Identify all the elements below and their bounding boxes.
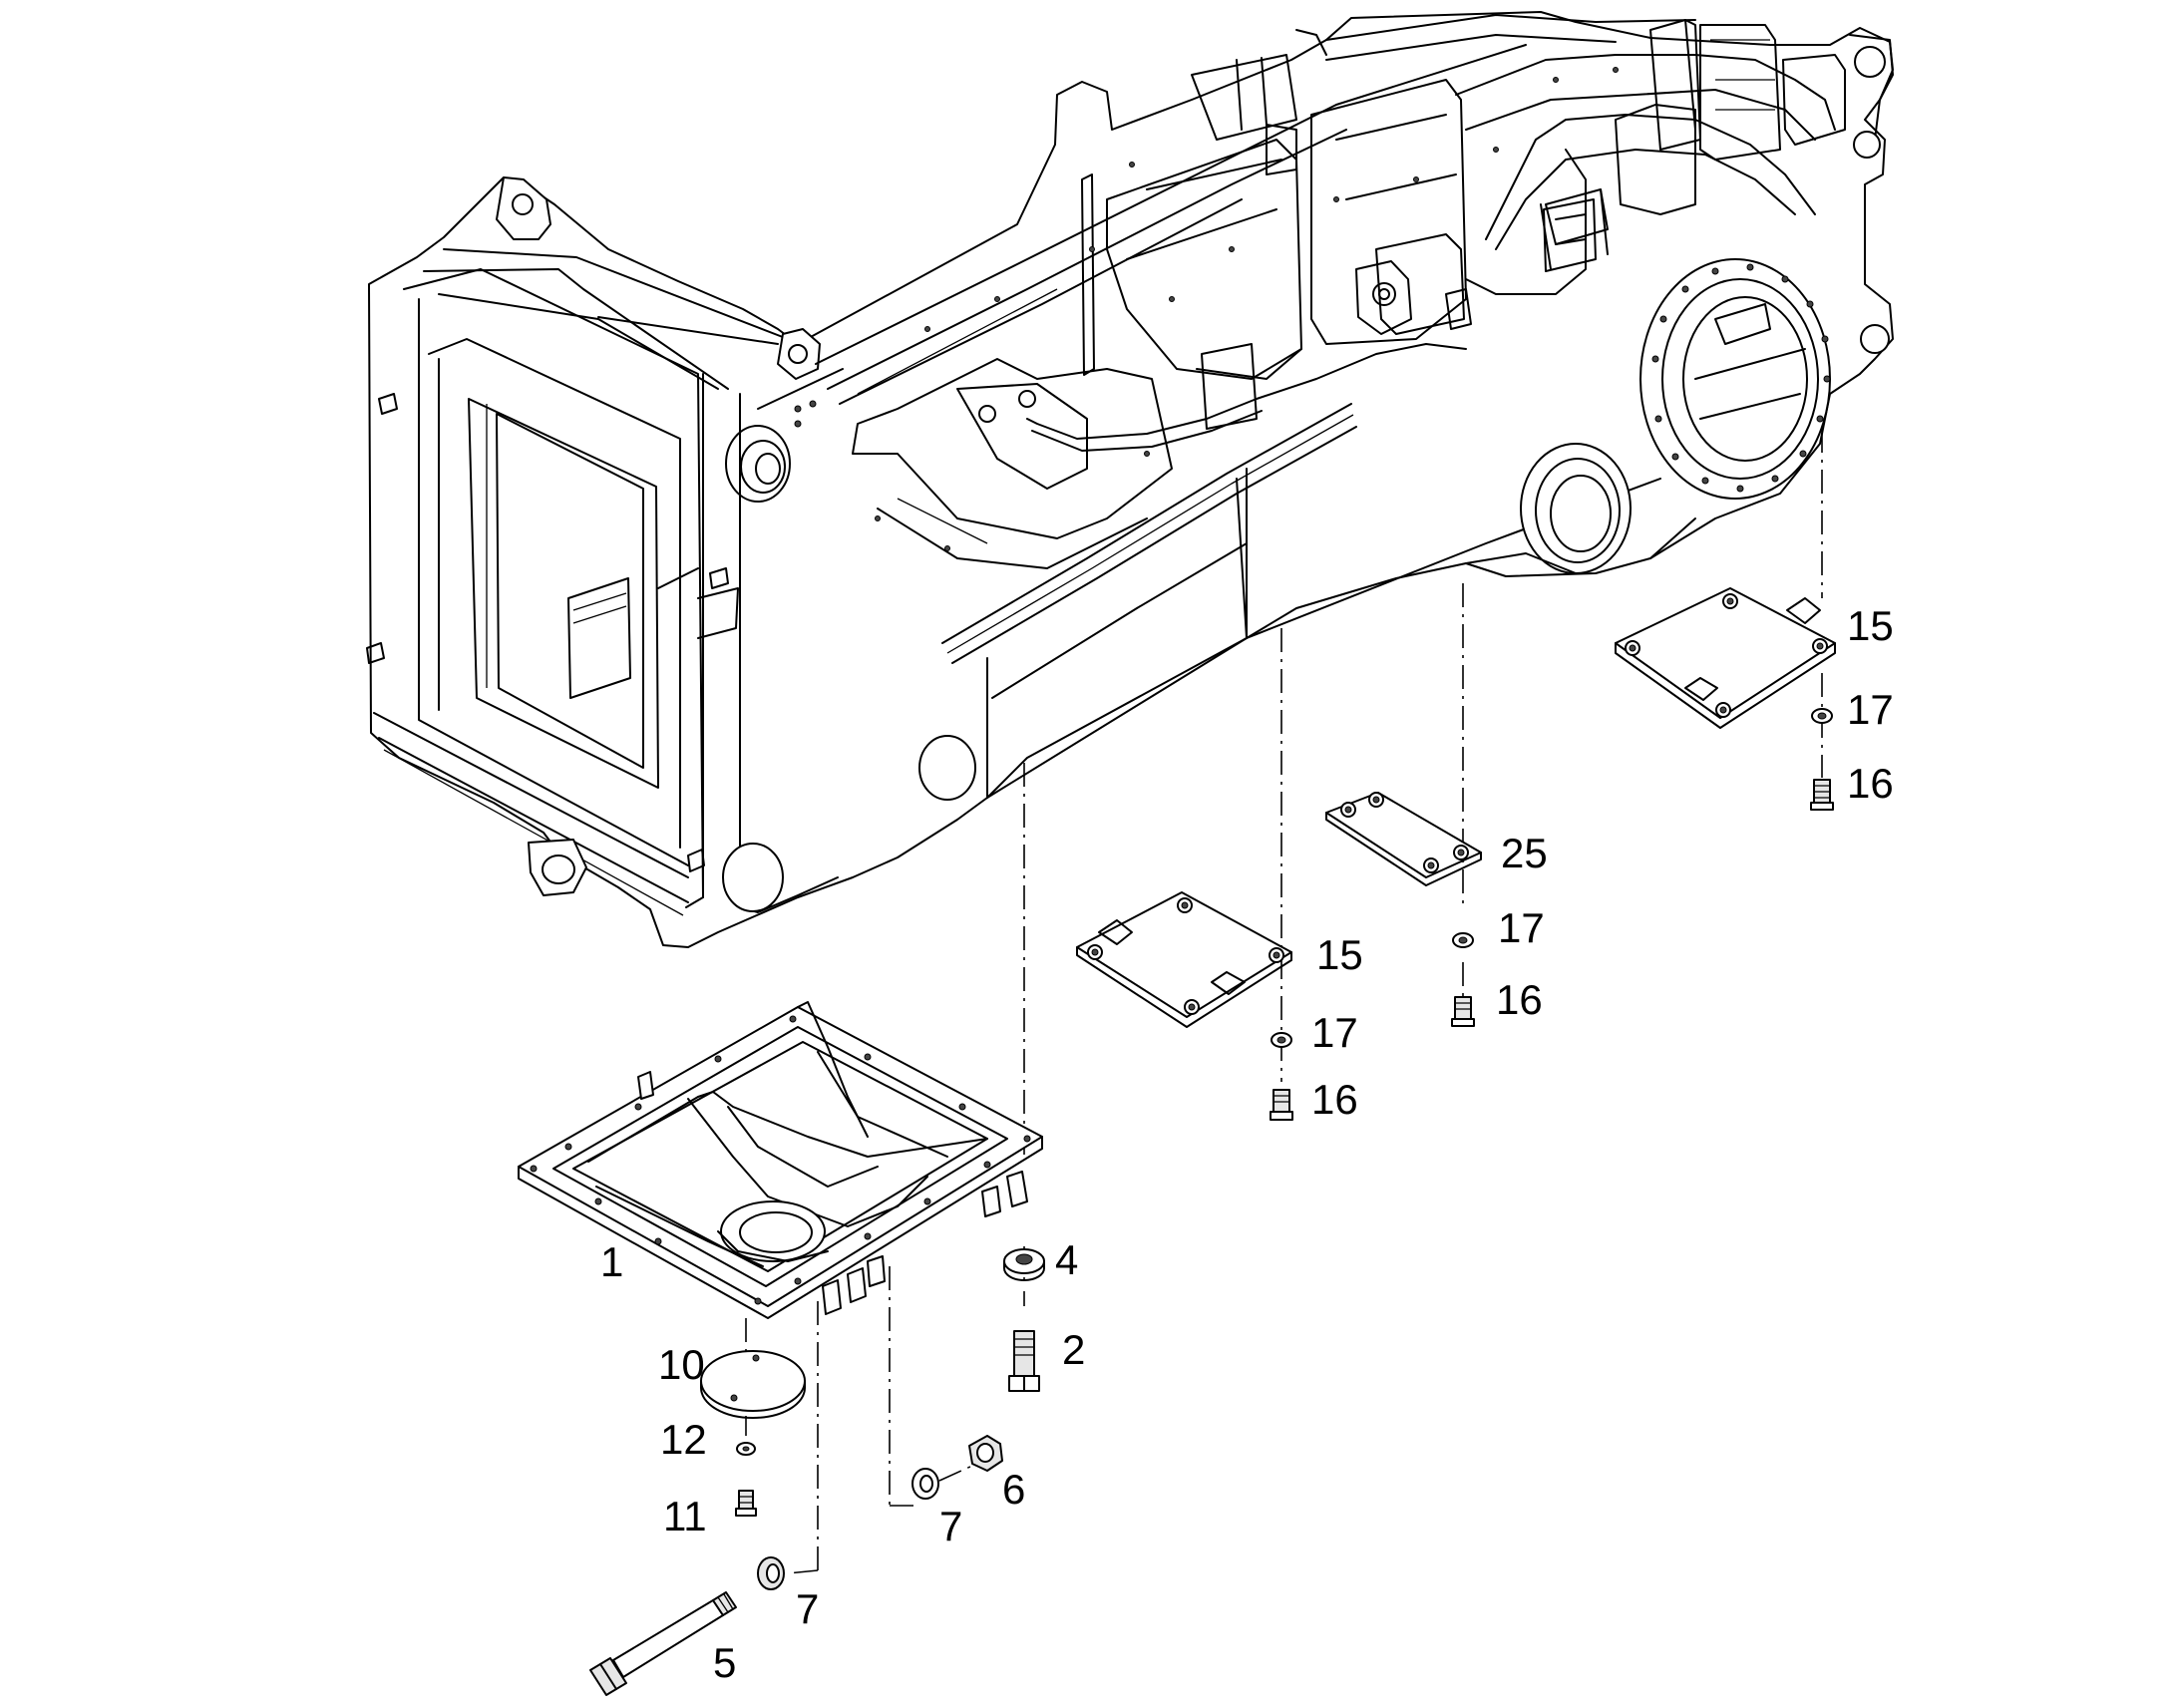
callout-15-upper: 15 xyxy=(1847,602,1894,649)
callout-17-upper: 17 xyxy=(1847,686,1894,733)
washer-middle xyxy=(1271,1032,1292,1048)
callout-16-middle: 16 xyxy=(1311,1076,1358,1123)
callout-17-narrow: 17 xyxy=(1498,904,1545,951)
washer-narrow xyxy=(1452,932,1474,948)
cover-plate-upper xyxy=(1615,587,1836,729)
cover-disc-10 xyxy=(700,1350,806,1419)
screw-narrow xyxy=(1451,996,1475,1027)
cover-plate-middle xyxy=(1076,891,1292,1028)
cover-plate-narrow xyxy=(1325,792,1482,886)
callout-15-middle: 15 xyxy=(1316,931,1363,978)
callout-4: 4 xyxy=(1055,1236,1078,1283)
callout-7-lower: 7 xyxy=(796,1585,819,1632)
washer-7-right xyxy=(911,1468,939,1500)
callout-12: 12 xyxy=(660,1416,707,1463)
screw-11 xyxy=(735,1490,757,1517)
callout-10: 10 xyxy=(658,1341,705,1388)
screw-middle xyxy=(1270,1089,1293,1121)
callout-5: 5 xyxy=(713,1639,736,1686)
callout-2: 2 xyxy=(1062,1326,1085,1373)
bolt-2 xyxy=(1008,1330,1040,1392)
support-frame xyxy=(518,1001,1043,1319)
washer-7-lower xyxy=(757,1556,785,1590)
washer-upper xyxy=(1811,708,1833,724)
callout-25: 25 xyxy=(1501,830,1548,876)
callout-labels: 15 17 16 25 17 16 15 17 16 1 4 2 10 12 1… xyxy=(600,602,1894,1686)
chassis-frame xyxy=(366,11,1894,948)
washer-4 xyxy=(1003,1248,1045,1281)
screw-upper xyxy=(1810,779,1834,811)
bolt-5 xyxy=(589,1591,737,1696)
ring-flange xyxy=(1639,258,1831,500)
callout-16-upper: 16 xyxy=(1847,760,1894,807)
nut-6 xyxy=(968,1435,1003,1472)
callout-17-middle: 17 xyxy=(1311,1009,1358,1056)
callout-1: 1 xyxy=(600,1238,623,1285)
callout-11: 11 xyxy=(663,1493,707,1539)
callout-6: 6 xyxy=(1002,1466,1025,1513)
callout-16-narrow: 16 xyxy=(1496,976,1543,1023)
washer-12 xyxy=(736,1442,756,1456)
callout-7-right: 7 xyxy=(939,1503,962,1549)
